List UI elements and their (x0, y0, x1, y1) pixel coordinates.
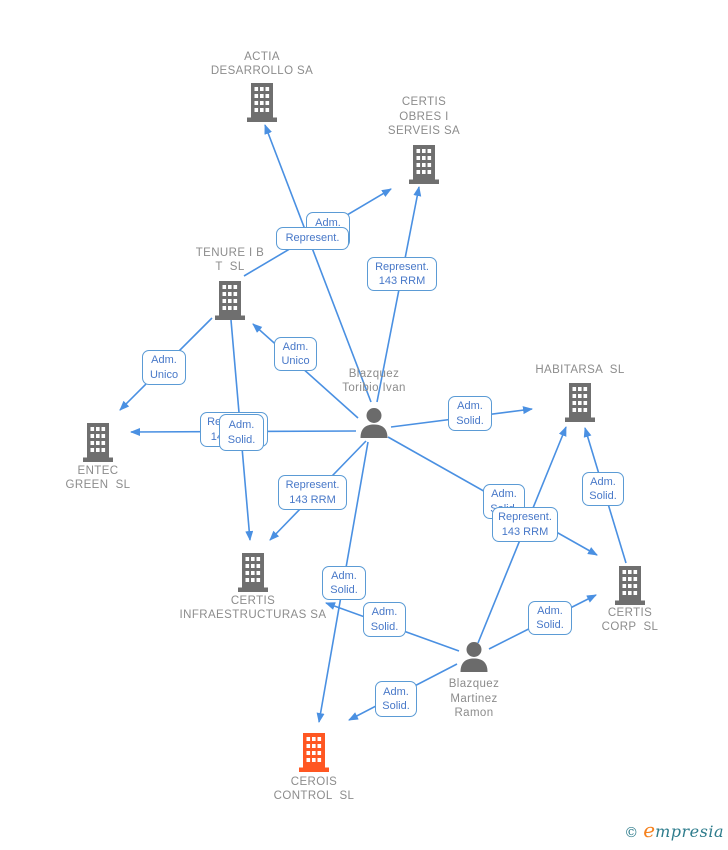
edge-label-represent-143-obres: Represent. 143 RRM (367, 257, 437, 291)
copyright-icon: © (624, 825, 639, 841)
brand-initial: e (643, 818, 656, 842)
node-tenure[interactable] (210, 276, 250, 327)
node-habitarsa[interactable] (560, 378, 600, 429)
person-icon (360, 408, 388, 438)
node-infra[interactable] (233, 548, 273, 599)
node-label-cerois: CEROIS CONTROL SL (273, 775, 355, 803)
edge-ivan-tenure (252, 323, 359, 419)
edge-ivan-obres (376, 186, 422, 403)
edge-label-represent-143-infra: Represent. 143 RRM (278, 475, 347, 510)
node-label-actia: ACTIA DESARROLLO SA (210, 50, 314, 78)
edge-ivan-actia (264, 124, 372, 403)
node-cerois[interactable] (294, 728, 334, 779)
edge-label-adm-solid-corp-2: Adm. Solid. (528, 601, 572, 635)
edge-label-adm-solid-cerois-1: Adm. Solid. (322, 566, 366, 600)
node-actia[interactable] (242, 78, 282, 129)
building-icon (615, 566, 645, 605)
edge-label-adm-solid-infra-2: Adm. Solid. (363, 602, 406, 637)
node-label-obres: CERTIS OBRES I SERVEIS SA (387, 96, 461, 138)
building-icon (565, 383, 595, 422)
node-obres[interactable] (404, 140, 444, 191)
edge-label-adm-unico-entec: Adm. Unico (142, 350, 186, 385)
node-label-habitarsa: HABITARSA SL (535, 363, 625, 376)
building-icon (215, 281, 245, 320)
building-icon (299, 733, 329, 772)
building-icon (238, 553, 268, 592)
node-label-corp: CERTIS CORP SL (601, 606, 659, 634)
brand-name: mpresia (655, 822, 724, 841)
node-label-entec: ENTEC GREEN SL (65, 464, 131, 492)
node-label-ramon: Blazquez Martinez Ramon (448, 678, 500, 720)
edge-label-adm-solid-hab-1: Adm. Solid. (448, 396, 492, 431)
edge-label-adm-solid-hab-2: Adm. Solid. (582, 472, 624, 506)
node-ramon[interactable] (458, 642, 490, 677)
building-icon (409, 145, 439, 184)
edge-label-adm-solid-infra-1: Adm. Solid. (219, 414, 264, 451)
edge-label-adm-solid-cerois-2: Adm. Solid. (375, 681, 417, 717)
building-icon (83, 423, 113, 462)
edge-label-represent-obres: Represent. (276, 227, 349, 250)
building-icon (247, 83, 277, 122)
node-label-ivan: Blazquez Toribio Ivan (342, 367, 406, 395)
person-icon (460, 642, 488, 672)
node-label-infra: CERTIS INFRAESTRUCTURAS SA (179, 594, 327, 622)
edge-label-represent-143-hab: Represent. 143 RRM (492, 507, 558, 542)
node-entec[interactable] (78, 418, 118, 469)
node-label-tenure: TENURE I B T SL (195, 246, 265, 274)
watermark: ©empresia (624, 818, 724, 842)
node-ivan[interactable] (358, 408, 390, 443)
edge-label-adm-unico-tenure: Adm. Unico (274, 337, 317, 371)
node-corp[interactable] (610, 561, 650, 612)
